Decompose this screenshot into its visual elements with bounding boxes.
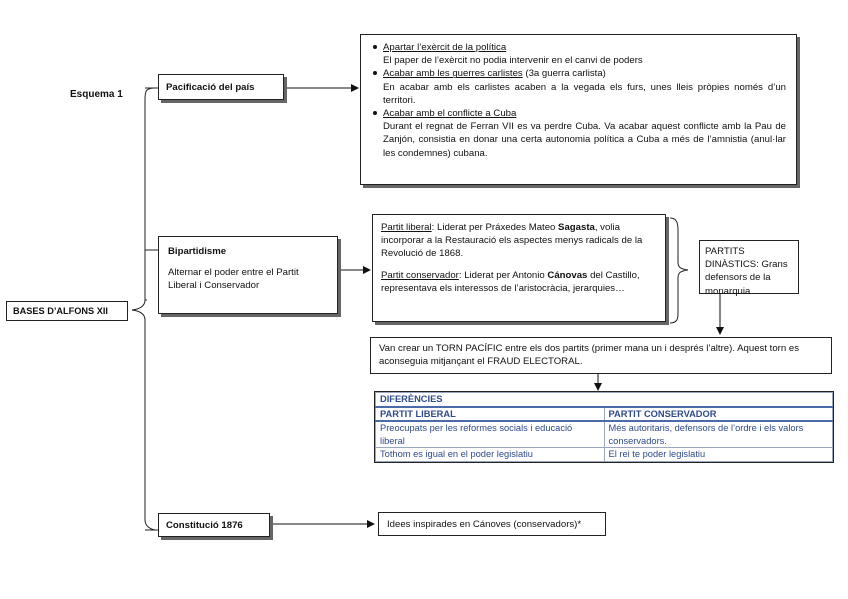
partit-conservador-post: del Castillo, representava els interesso…: [381, 269, 640, 294]
detail-heading: Apartar l’exèrcit de la política: [383, 42, 507, 53]
branch-bipartidisme: Bipartidisme Alternar el poder entre el …: [158, 236, 338, 314]
column-header-liberal: PARTIT LIBERAL: [375, 406, 605, 422]
partit-conservador-pre: : Liderat per Antonio: [458, 269, 548, 281]
torn-pacific-box: Van crear un TORN PACÍFIC entre els dos …: [370, 337, 832, 374]
branch-bipartidisme-desc: Alternar el poder entre el Partit Libera…: [168, 267, 299, 292]
branch-pacificacio: Pacificació del país: [158, 74, 284, 100]
detail-item: Acabar amb les guerres carlistes (3a gue…: [371, 67, 786, 107]
detail-item: Apartar l’exèrcit de la política El pape…: [371, 41, 786, 67]
diagram-title: Esquema 1: [70, 89, 123, 100]
branch-bipartidisme-title: Bipartidisme: [168, 246, 227, 257]
detail-heading-suffix: (3a guerra carlista): [522, 68, 606, 80]
detail-item: Acabar amb el conflicte a Cuba Durant el…: [371, 107, 786, 160]
partit-conservador-label: Partit conservador: [381, 269, 459, 281]
partit-liberal-text: Partit liberal: Liderat per Práxedes Mat…: [381, 221, 657, 261]
partit-conservador-leader: Cánovas: [547, 269, 588, 281]
detail-heading: Acabar amb les guerres carlistes: [383, 68, 523, 80]
detail-text: Durant el regnat de Ferran VII es va per…: [383, 121, 786, 159]
table-cell: Preocupats per les reformes socials i ed…: [375, 420, 605, 448]
detail-heading: Acabar amb el conflicte a Cuba: [383, 108, 517, 120]
partits-dinastics: PARTITS DINÀSTICS: Grans defensors de la…: [699, 240, 799, 297]
root-node: BASES D’ALFONS XII: [6, 301, 128, 321]
partit-conservador-text: Partit conservador: Liderat per Antonio …: [381, 269, 657, 295]
detail-text: El paper de l’exèrcit no podia interveni…: [383, 55, 643, 67]
partit-liberal-pre: : Liderat per Práxedes Mateo: [431, 222, 559, 233]
diferencies-title: DIFERÈNCIES: [375, 392, 833, 408]
column-header-conservador: PARTIT CONSERVADOR: [603, 406, 833, 422]
partit-liberal-leader: Sagasta: [558, 222, 595, 233]
detail-text: En acabar amb els carlistes acaben a la …: [383, 81, 786, 106]
table-row: Tothom es igual en el poder legislatiu E…: [375, 447, 833, 462]
constitucio-detail: Idees inspirades en Cánoves (conservador…: [378, 512, 606, 536]
partits-box: Partit liberal: Liderat per Práxedes Mat…: [372, 214, 666, 322]
pacificacio-detail: Apartar l’exèrcit de la política El pape…: [360, 34, 797, 185]
table-cell: Tothom es igual en el poder legislatiu: [375, 447, 605, 462]
branch-constitucio: Constitució 1876: [158, 513, 270, 537]
table-cell: El rei te poder legislatiu: [603, 447, 833, 462]
diferencies-table: DIFERÈNCIES PARTIT LIBERAL PARTIT CONSER…: [374, 391, 834, 463]
table-row: Preocupats per les reformes socials i ed…: [375, 420, 833, 448]
partit-liberal-label: Partit liberal: [381, 222, 432, 233]
table-cell: Més autoritaris, defensors de l’ordre i …: [603, 420, 833, 448]
partit-liberal-post: , volia incorporar a la Restauració els …: [381, 222, 643, 260]
